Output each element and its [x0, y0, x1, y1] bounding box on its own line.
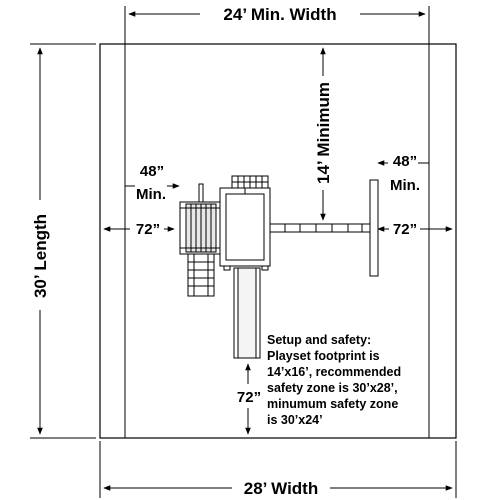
ladder: [187, 253, 215, 297]
bottom-clearance-dimension: 72”: [237, 363, 261, 435]
left-min-text: Min.: [136, 186, 166, 203]
top-bench: [231, 175, 269, 189]
swing-beam: [269, 223, 371, 233]
left-min-value: 48”: [140, 163, 164, 180]
note-line-6: is 30’x24’: [267, 413, 323, 427]
playset-drawing: [179, 175, 379, 359]
min-width-dimension: 24’ Min. Width: [128, 5, 426, 24]
slide: [233, 267, 261, 359]
right-min-text: Min.: [390, 177, 420, 194]
deck: [179, 201, 221, 255]
left-min-clearance: 48” Min.: [125, 163, 180, 203]
right-min-clearance: 48” Min.: [377, 153, 429, 194]
length-label: 30’ Length: [31, 214, 50, 298]
length-dimension: 30’ Length: [30, 43, 96, 439]
note-line-2: Playset footprint is: [267, 349, 380, 363]
clearance-top-label: 14’ Minimum: [314, 82, 333, 184]
left-clearance-label: 72”: [136, 221, 160, 238]
note-line-1: Setup and safety:: [267, 333, 371, 347]
right-min-value: 48”: [393, 153, 417, 170]
post: [198, 183, 204, 203]
tower-roof: [219, 187, 271, 267]
note-line-3: 14’x16’, recommended: [267, 365, 401, 379]
recommended-safety-zone: [99, 43, 457, 439]
clearance-top-dimension: 14’ Minimum: [314, 47, 333, 221]
setup-safety-note: Setup and safety: Playset footprint is 1…: [267, 333, 401, 427]
note-line-5: minumum safety zone: [267, 397, 398, 411]
bottom-clearance-label: 72”: [237, 389, 261, 406]
min-width-label: 24’ Min. Width: [223, 5, 336, 24]
note-line-4: safety zone is 30’x28’,: [267, 381, 398, 395]
right-clearance-dimension: 72”: [377, 221, 453, 238]
a-frame-end: [369, 179, 379, 277]
right-clearance-label: 72”: [393, 221, 417, 238]
width-label: 28’ Width: [244, 479, 318, 498]
left-clearance-dimension: 72”: [103, 221, 175, 238]
width-dimension: 28’ Width: [99, 441, 457, 498]
